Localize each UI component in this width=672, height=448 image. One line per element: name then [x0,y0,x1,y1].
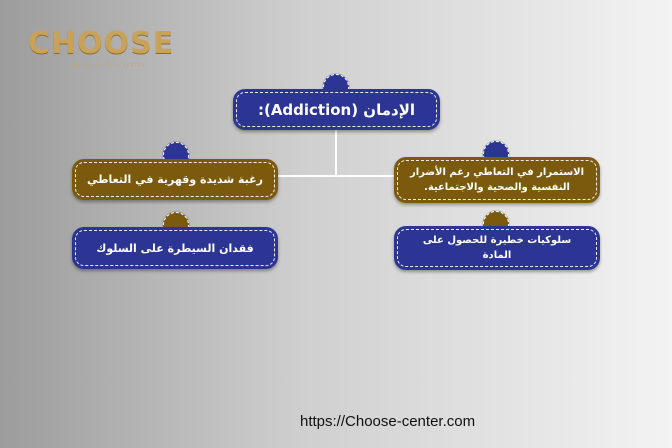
brand-logo: CHOOSE REHABILITATION CENTER [28,26,178,74]
right-top-node: الاستمرار في التعاطي رغم الأضرار النفسية… [394,157,600,203]
website-link[interactable]: https://Choose-center.com [300,413,476,430]
left-bottom-node-label: فقدان السيطرة على السلوك [96,241,254,255]
right-bottom-node-label: سلوكيات خطيرة للحصول على المادة [422,235,572,261]
root-node: الإدمان (Addiction): [233,89,440,130]
right-bottom-node: سلوكيات خطيرة للحصول على المادة [394,226,600,270]
root-node-label: الإدمان (Addiction): [257,100,416,119]
logo-text: CHOOSE [28,26,175,61]
left-bottom-node: فقدان السيطرة على السلوك [72,227,278,269]
logo-subtitle: REHABILITATION CENTER [74,63,146,68]
left-top-node-label: رغبة شديدة وقهرية في التعاطي [87,173,263,186]
right-top-node-label: الاستمرار في التعاطي رغم الأضرار النفسية… [409,167,585,193]
left-top-node: رغبة شديدة وقهرية في التعاطي [72,159,278,200]
